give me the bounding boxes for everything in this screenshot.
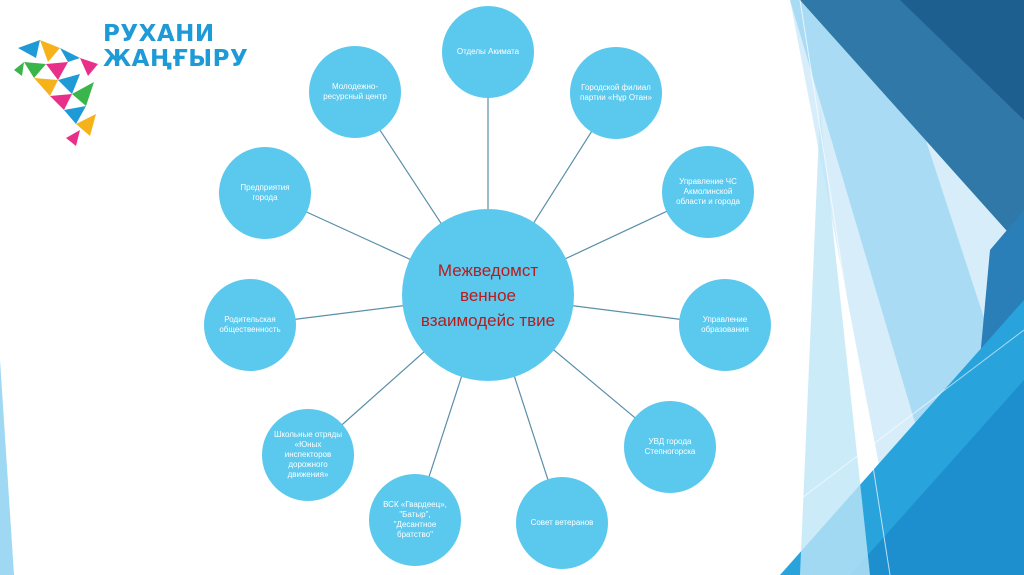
bg-shape-sliver xyxy=(800,110,870,575)
node-young-traffic-inspectors: Школьные отряды «Юных инспекторов дорожн… xyxy=(262,409,354,501)
logo: РУХАНИ ЖАҢҒЫРУ xyxy=(10,18,260,148)
center-node: Межведомст венное взаимодейс твие xyxy=(402,209,574,381)
center-node-label: Межведомст венное взаимодейс твие xyxy=(420,260,556,330)
node-education-department: Управление образования xyxy=(679,279,771,371)
bg-line-2 xyxy=(699,329,1024,575)
node-nur-otan-branch: Городской филиал партии «Нұр Отан» xyxy=(570,47,662,139)
node-police-department: УВД города Степногорска xyxy=(624,401,716,493)
logo-text-line1: РУХАНИ xyxy=(103,21,215,47)
node-emergency-department: Управление ЧС Акмолинской области и горо… xyxy=(662,146,754,238)
node-parent-community: Родительская общественность xyxy=(204,279,296,371)
bg-shape-darker-top xyxy=(900,0,1024,120)
node-military-sports-clubs: ВСК «Гвардеец», "Батыр", "Десантное брат… xyxy=(369,474,461,566)
logo-text-line2: ЖАҢҒЫРУ xyxy=(103,46,249,72)
node-city-enterprises: Предприятия города xyxy=(219,147,311,239)
node-veterans-council: Совет ветеранов xyxy=(516,477,608,569)
bird-mosaic-icon xyxy=(14,40,100,146)
node-akimat-departments: Отделы Акимата xyxy=(442,6,534,98)
bg-shape-blue-bottom-2 xyxy=(850,380,1024,575)
bg-line-1 xyxy=(799,0,891,575)
node-youth-resource-center: Молодежно-ресурсный центр xyxy=(309,46,401,138)
bg-shape-left xyxy=(0,360,14,575)
